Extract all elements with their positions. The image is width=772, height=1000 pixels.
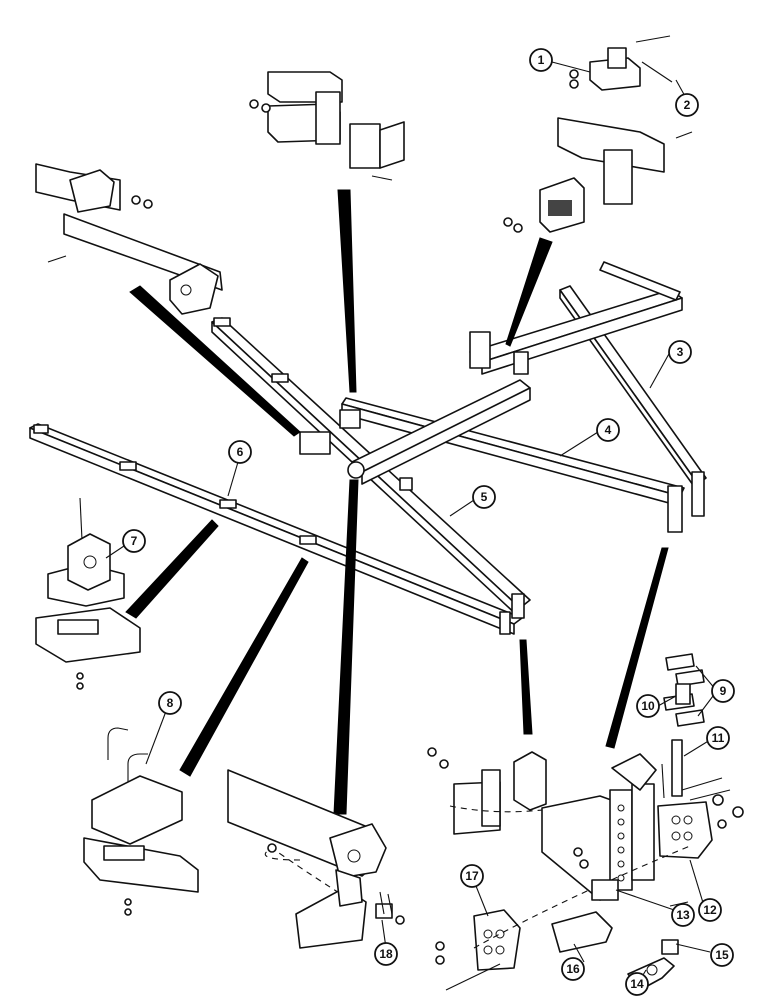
callout-label: 7 [131, 534, 138, 548]
lower-right-assembly [427, 653, 744, 991]
callout-label: 17 [465, 869, 479, 883]
callout-label: 4 [605, 423, 612, 437]
callout-label: 18 [379, 947, 393, 961]
callout-8: 8 [158, 691, 182, 715]
callout-16: 16 [561, 957, 585, 981]
callout-label: 15 [715, 948, 729, 962]
callout-label: 3 [677, 345, 684, 359]
top-center-bracket [249, 71, 405, 181]
callout-14: 14 [625, 972, 649, 996]
callout-label: 8 [167, 696, 174, 710]
callout-4: 4 [596, 418, 620, 442]
callout-label: 11 [712, 731, 725, 745]
callout-15: 15 [710, 943, 734, 967]
callout-label: 14 [630, 977, 644, 991]
leader-wedges [125, 189, 669, 815]
callout-12: 12 [698, 898, 722, 922]
callout-label: 13 [676, 908, 690, 922]
callout-2: 2 [675, 93, 699, 117]
top-left-drawbar [35, 163, 223, 315]
callout-13: 13 [671, 903, 695, 927]
callout-label: 1 [538, 53, 545, 67]
callout-label: 6 [237, 445, 244, 459]
callout-10: 10 [636, 694, 660, 718]
callout-1: 1 [529, 48, 553, 72]
drawbar-18 [227, 769, 405, 949]
callout-9: 9 [711, 679, 735, 703]
callout-label: 5 [481, 490, 488, 504]
top-right-hitch [503, 35, 693, 233]
callout-11: 11 [706, 726, 730, 750]
callout-6: 6 [228, 440, 252, 464]
callout-label: 10 [641, 699, 655, 713]
u-bolt-8 [83, 727, 199, 916]
callout-18: 18 [374, 942, 398, 966]
callout-label: 9 [720, 684, 727, 698]
callout-label: 16 [566, 962, 580, 976]
callout-7: 7 [122, 529, 146, 553]
main-frame [29, 261, 707, 635]
hitch-bracket-7 [35, 497, 141, 690]
callout-label: 12 [703, 903, 717, 917]
callout-label: 2 [684, 98, 691, 112]
callout-17: 17 [460, 864, 484, 888]
callout-5: 5 [472, 485, 496, 509]
callout-3: 3 [668, 340, 692, 364]
